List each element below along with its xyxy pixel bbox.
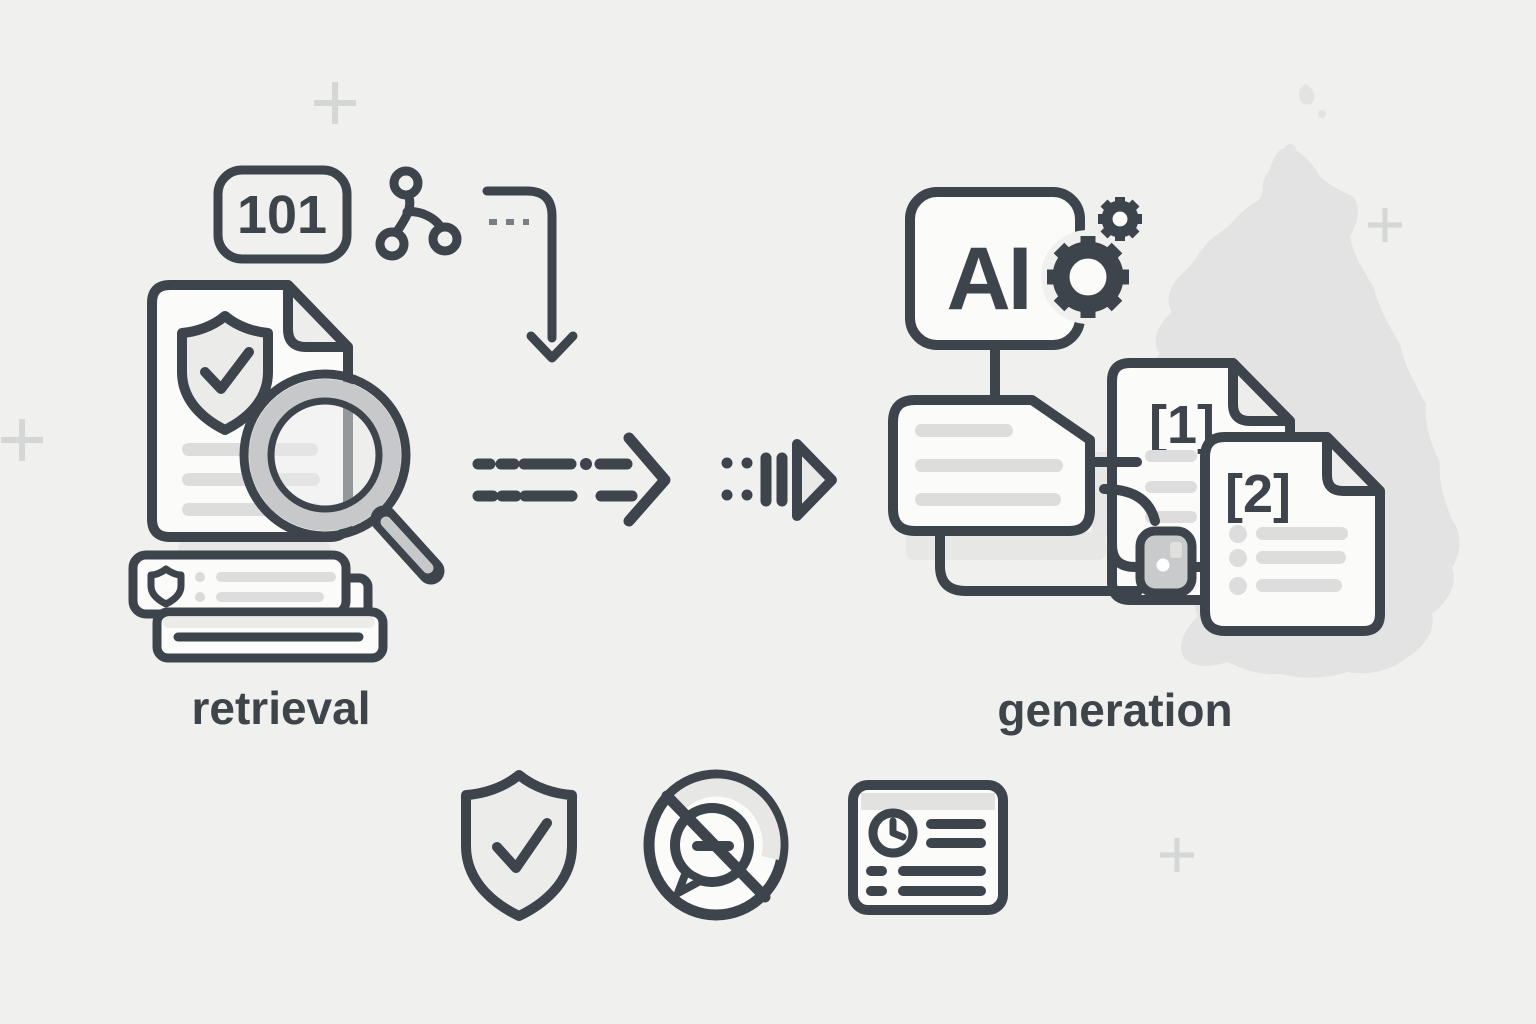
arrow-head xyxy=(623,432,671,527)
folded-corner xyxy=(1228,358,1295,426)
code-badge-101: 101 xyxy=(213,165,352,264)
crescent-shade xyxy=(669,778,781,861)
shield-on-document xyxy=(177,311,273,435)
link-node-highlight xyxy=(1170,542,1182,558)
folded-corner xyxy=(1322,432,1385,496)
plus-mark xyxy=(1,419,43,461)
result-line xyxy=(216,592,324,602)
generation-caption: generation xyxy=(997,684,1232,736)
badge-label: 101 xyxy=(237,185,327,245)
bottom-icons-group xyxy=(461,769,1008,921)
ai-box-icon: AI xyxy=(905,187,1085,350)
citation-document-2-icon: [2] xyxy=(1200,432,1385,636)
plus-marks xyxy=(1,82,1402,872)
check-mark xyxy=(200,347,254,394)
gears-icon xyxy=(1041,188,1151,324)
tray-shade xyxy=(163,616,375,628)
bubble-text-lines xyxy=(915,424,1063,506)
branch-network-icon xyxy=(375,166,462,261)
response-bubble-icon xyxy=(888,395,1095,536)
map-island-dot xyxy=(1318,110,1326,118)
magnifier-handle-fill xyxy=(380,516,434,574)
arrows-group xyxy=(472,186,837,527)
plus-mark xyxy=(1160,838,1194,872)
map-shetland xyxy=(1299,84,1315,105)
magnifier-icon xyxy=(239,369,445,585)
arrow-dot xyxy=(580,458,592,470)
no-chat-icon xyxy=(643,769,789,921)
chat-bubble-tail xyxy=(674,868,706,897)
report-lines xyxy=(866,819,986,896)
folded-corner xyxy=(283,280,353,352)
search-results-stack-icon xyxy=(128,550,388,663)
shield-check-icon xyxy=(461,770,577,921)
gear-small xyxy=(1098,197,1142,241)
gear-large xyxy=(1047,236,1129,318)
clock-hands xyxy=(889,817,907,841)
plus-mark xyxy=(1368,208,1402,242)
result-shield-icon xyxy=(147,565,185,608)
doc2-bullet-lines xyxy=(1229,525,1348,595)
result-bullet xyxy=(195,592,205,602)
report-clock-icon xyxy=(848,780,1008,915)
link-node-dot xyxy=(1156,558,1170,572)
prohibition-slash xyxy=(661,790,771,903)
link-node-icon xyxy=(1135,526,1197,598)
citation-2-label: [2] xyxy=(1225,464,1291,524)
ai-label: AI xyxy=(947,228,1030,328)
retrieval-group: 101 xyxy=(128,165,462,734)
document-shield-check-icon xyxy=(147,280,353,542)
bubble-shadow xyxy=(906,532,1106,560)
generation-group: [1] AI xyxy=(888,187,1385,736)
result-line xyxy=(216,572,336,582)
curved-down-arrow-icon xyxy=(482,186,578,363)
dashed-right-arrow-icon xyxy=(472,432,671,527)
stream-right-arrow-icon xyxy=(721,439,837,521)
stream-arrow-head xyxy=(792,439,837,521)
check-mark xyxy=(492,818,552,873)
response-bubble-back xyxy=(935,529,1143,596)
plus-mark xyxy=(314,82,356,124)
result-bullet xyxy=(195,572,205,582)
retrieval-caption: retrieval xyxy=(191,682,370,734)
report-header xyxy=(861,793,995,810)
